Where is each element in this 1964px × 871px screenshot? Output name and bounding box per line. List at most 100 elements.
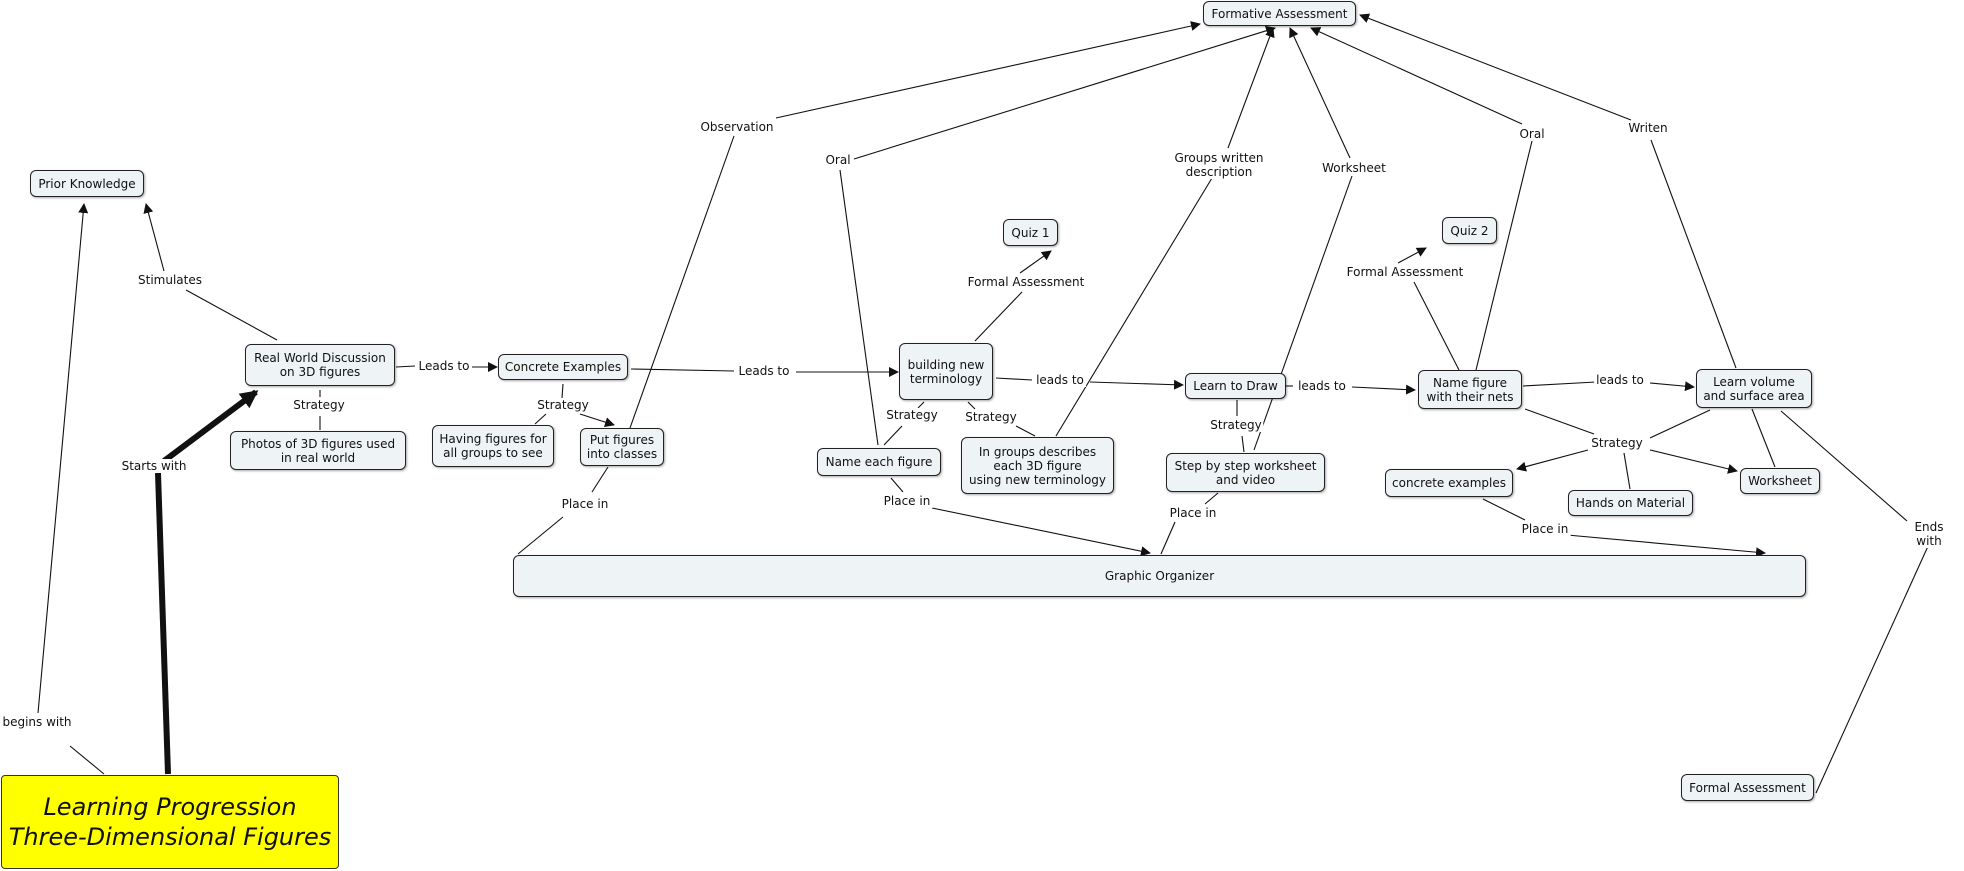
connector-strategy-building-1-upper (917, 401, 925, 409)
node-concrete-examples: Concrete Examples (498, 354, 628, 380)
node-having-figures: Having figures for all groups to see (432, 425, 554, 467)
connector-groups-written-upper (1227, 27, 1275, 149)
connector-starts-with-upper (162, 389, 259, 464)
connector-place-in-3-lower (1160, 521, 1176, 555)
connector-leads-to-2-left (630, 368, 735, 372)
connector-ends-with-upper (1780, 410, 1908, 522)
connector-leads-to-5-left (1522, 381, 1597, 387)
label-place-in-4: Place in (1519, 522, 1571, 536)
connector-strategy-building-2-lower (1015, 425, 1036, 437)
connector-place-in-2-upper (890, 477, 904, 493)
connector-ends-with-lower (1815, 543, 1930, 794)
label-oral-2: Oral (1517, 127, 1547, 141)
connector-stimulates-lower (185, 289, 278, 341)
node-prior-knowledge: Prior Knowledge (30, 170, 144, 197)
label-strategy-building-2: Strategy (963, 410, 1019, 424)
label-leads-to-2: Leads to (736, 364, 792, 378)
connector-strategy-nets-volume (1649, 409, 1711, 439)
label-formal-assessment-1: Formal Assessment (965, 275, 1087, 289)
connector-leads-to-4-right (1351, 384, 1416, 395)
connector-oral-1-lower (839, 169, 879, 446)
connector-worksheet-lower (1253, 175, 1353, 451)
connector-starts-with-lower (155, 472, 171, 775)
label-ends-with: Ends with (1911, 520, 1947, 548)
node-formal-assessment-end: Formal Assessment (1681, 774, 1814, 801)
connector-place-in-4-right (1555, 533, 1766, 558)
label-place-in-1: Place in (559, 497, 611, 511)
connector-strategy-nets-hands-on (1623, 452, 1631, 490)
label-place-in-2: Place in (881, 494, 933, 508)
connector-strategy-nets-upper (1524, 408, 1595, 435)
connector-strategy-concrete-right (579, 413, 615, 427)
node-concrete-examples-2: concrete examples (1385, 469, 1513, 497)
node-name-figure-nets: Name figure with their nets (1418, 370, 1522, 409)
connector-volume-worksheet (1751, 408, 1776, 468)
connector-writen-lower (1650, 139, 1737, 369)
node-quiz-1: Quiz 1 (1003, 219, 1058, 246)
label-strategy-building-1: Strategy (884, 408, 940, 422)
node-learn-volume-surface: Learn volume and surface area (1696, 369, 1812, 408)
label-place-in-3: Place in (1167, 506, 1219, 520)
connector-leads-to-5-right (1649, 381, 1695, 392)
node-building-terminology: building new terminology (899, 343, 993, 400)
connector-strategy-nets-worksheet (1649, 449, 1738, 474)
connector-strategy-concrete-left (534, 413, 547, 425)
root-topic: Learning Progression Three-Dimensional F… (1, 775, 339, 869)
label-begins-with: begins with (0, 715, 74, 729)
label-strategy-nets: Strategy (1589, 436, 1645, 450)
label-stimulates: Stimulates (136, 273, 204, 287)
label-strategy-real-world: Strategy (291, 398, 347, 412)
node-real-world-discussion: Real World Discussion on 3D figures (245, 344, 395, 386)
node-name-each-figure: Name each figure (817, 448, 941, 476)
node-graphic-organizer: Graphic Organizer (513, 555, 1806, 597)
connector-leads-to-3-right (1089, 379, 1184, 390)
connector-leads-to-1-left (395, 365, 416, 368)
label-strategy-draw: Strategy (1208, 418, 1264, 432)
node-learn-to-draw: Learn to Draw (1185, 373, 1286, 399)
connector-formal-2-lower (1413, 281, 1460, 371)
connector-place-in-2-right (931, 507, 1151, 557)
connector-begins-with-lower (69, 745, 105, 775)
connector-oral-2-upper (1310, 27, 1523, 125)
connector-strategy-building-2-upper (967, 401, 976, 410)
node-quiz-2: Quiz 2 (1442, 217, 1497, 244)
label-strategy-concrete: Strategy (535, 398, 591, 412)
connector-begins-with-upper (37, 203, 89, 714)
connector-formal-2-upper (1397, 247, 1427, 264)
connector-groups-written-lower (1055, 177, 1213, 437)
connector-leads-to-3-left (995, 377, 1033, 381)
connector-stimulates-upper (143, 203, 165, 272)
label-formal-assessment-2: Formal Assessment (1344, 265, 1466, 279)
connector-oral-2-lower (1475, 140, 1533, 371)
connector-place-in-1-lower (517, 516, 564, 555)
connector-formal-1-lower (974, 291, 1023, 342)
connector-oral-1-upper (853, 25, 1276, 160)
connector-place-in-4-upper (1482, 498, 1526, 521)
connector-formal-1-upper (1019, 250, 1052, 274)
node-worksheet: Worksheet (1740, 468, 1820, 494)
connector-strategy-nets-concrete (1516, 449, 1589, 472)
node-in-groups-describes: In groups describes each 3D figure using… (961, 437, 1114, 494)
node-hands-on-material: Hands on Material (1568, 490, 1693, 516)
label-oral-1: Oral (823, 153, 853, 167)
label-worksheet: Worksheet (1320, 161, 1388, 175)
label-starts-with: Starts with (119, 459, 189, 473)
node-photos-3d-figures: Photos of 3D figures used in real world (230, 431, 406, 470)
connector-place-in-3-upper (1204, 492, 1219, 505)
label-writen: Writen (1626, 121, 1670, 135)
connector-strategy-building-1-lower (883, 425, 903, 446)
label-leads-to-3: leads to (1034, 373, 1086, 387)
label-leads-to-5: leads to (1594, 373, 1646, 387)
connector-place-in-1-upper (591, 466, 609, 493)
connector-worksheet-upper (1289, 27, 1351, 159)
connector-observation-lower (629, 135, 735, 429)
connector-strategy-draw-lower (1241, 435, 1245, 453)
label-leads-to-4: leads to (1296, 379, 1348, 393)
node-step-by-step-worksheet: Step by step worksheet and video (1166, 453, 1325, 492)
node-formative-assessment: Formative Assessment (1203, 1, 1356, 26)
connector-strategy-concrete-upper (561, 383, 564, 399)
connector-writen-upper (1359, 13, 1632, 121)
label-observation: Observation (698, 120, 776, 134)
label-leads-to-1: Leads to (416, 359, 472, 373)
